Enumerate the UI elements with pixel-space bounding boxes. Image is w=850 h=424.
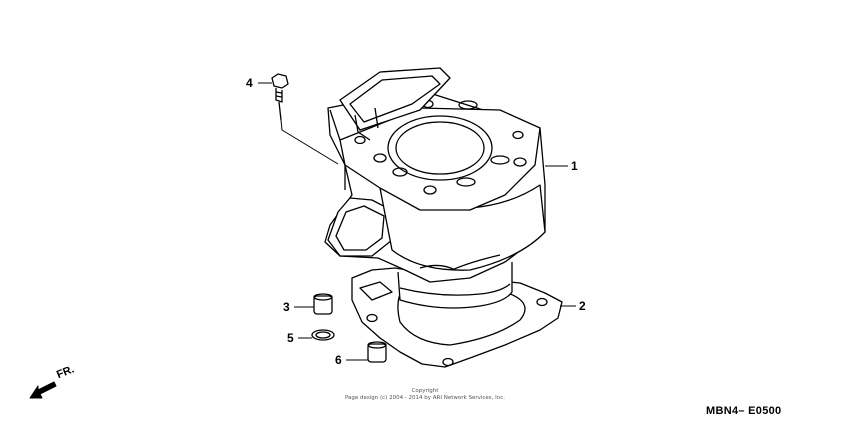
callout-5[interactable]: 5: [287, 331, 294, 345]
callout-2[interactable]: 2: [579, 299, 586, 313]
callout-6[interactable]: 6: [335, 353, 342, 367]
dowel-pin-lower[interactable]: [367, 341, 387, 363]
copyright-line-2: Page design (c) 2004 - 2014 by ARI Netwo…: [344, 395, 506, 401]
dowel-pin-upper[interactable]: [313, 293, 333, 315]
o-ring[interactable]: [311, 329, 335, 341]
callout-3[interactable]: 3: [283, 300, 290, 314]
diagram-part-code: MBN4– E0500: [706, 405, 782, 417]
leader-lines: [258, 82, 576, 361]
copyright-notice: Copyright Page design (c) 2004 - 2014 by…: [300, 388, 550, 402]
flange-bolt[interactable]: [271, 73, 339, 165]
copyright-line-1: Copyright: [411, 388, 439, 394]
front-direction-arrow-icon: [29, 381, 57, 399]
callout-1[interactable]: 1: [571, 159, 578, 173]
cylinder[interactable]: [324, 67, 546, 309]
callout-4[interactable]: 4: [246, 76, 253, 90]
